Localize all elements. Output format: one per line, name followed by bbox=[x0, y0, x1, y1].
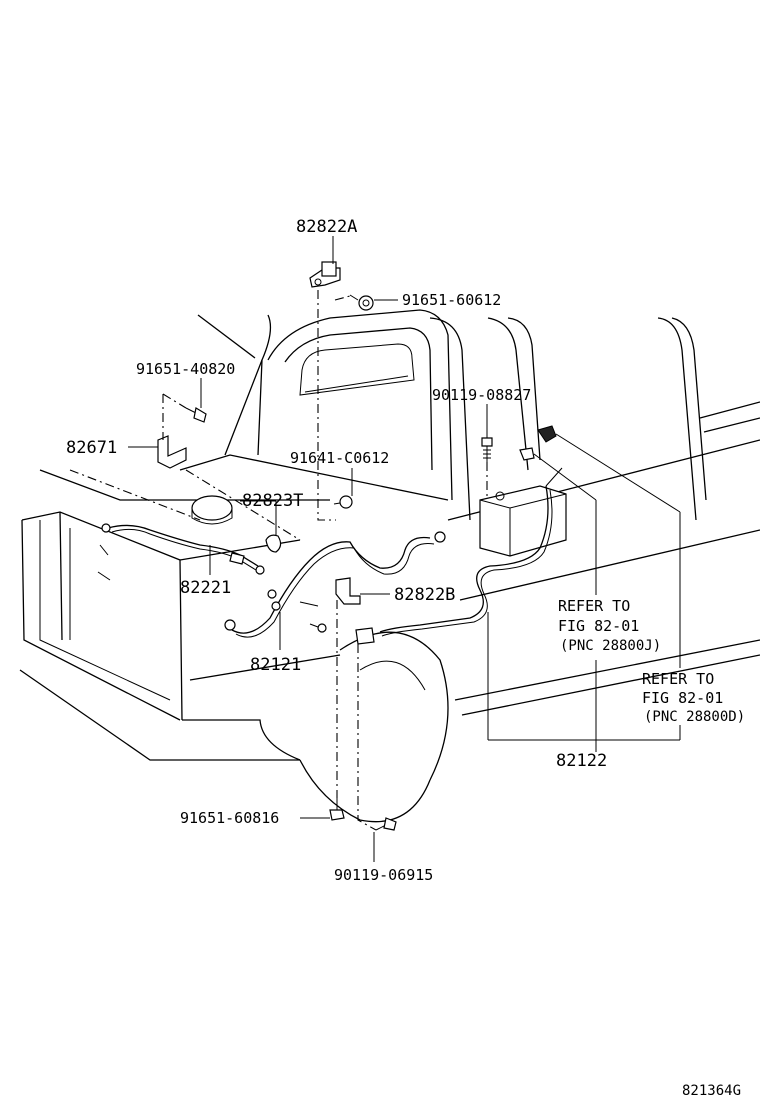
refer-2-line2: FIG 82-01 bbox=[642, 689, 723, 707]
connector-right bbox=[519, 425, 557, 461]
refer-1-line3: (PNC 28800J) bbox=[560, 638, 661, 654]
refer-1-line2: FIG 82-01 bbox=[558, 617, 639, 635]
label-82822a: 82822A bbox=[296, 217, 357, 237]
cap-82823t bbox=[191, 495, 282, 553]
label-90119-08827: 90119-08827 bbox=[432, 386, 531, 404]
refer-1-line1: REFER TO bbox=[558, 597, 630, 615]
part-labels: 82822A 91651-60612 91651-40820 90119-088… bbox=[66, 217, 607, 884]
bracket-82671 bbox=[157, 435, 187, 469]
harness-82122 bbox=[355, 467, 563, 645]
bracket-82822b bbox=[335, 577, 361, 605]
bolt-91651-40820 bbox=[185, 407, 207, 423]
phantom-lines bbox=[69, 290, 488, 831]
label-82822b: 82822B bbox=[394, 585, 455, 605]
label-82121: 82121 bbox=[250, 655, 301, 675]
refer-note-28800j: REFER TO FIG 82-01 (PNC 28800J) bbox=[558, 597, 661, 654]
bolt-91651-60816 bbox=[329, 798, 345, 821]
harness-82221 bbox=[97, 523, 265, 581]
label-90119-06915: 90119-06915 bbox=[334, 866, 433, 884]
bolt-90119-08827 bbox=[481, 437, 493, 462]
refer-2-line1: REFER TO bbox=[642, 670, 714, 688]
label-82671: 82671 bbox=[66, 438, 117, 458]
label-82823t: 82823T bbox=[242, 491, 303, 511]
bracket-82822a bbox=[309, 261, 341, 288]
leader-lines bbox=[128, 236, 681, 862]
harness-82121 bbox=[224, 531, 446, 638]
bolt-90119-06915 bbox=[375, 817, 397, 831]
refer-2-line3: (PNC 28800D) bbox=[644, 709, 745, 725]
vehicle-body-outline bbox=[19, 309, 760, 823]
figure-id: 821364G bbox=[682, 1083, 741, 1099]
label-91651-60612: 91651-60612 bbox=[402, 291, 501, 309]
label-91651-60816: 91651-60816 bbox=[180, 809, 279, 827]
refer-note-28800d: REFER TO FIG 82-01 (PNC 28800D) bbox=[642, 670, 745, 725]
label-82122: 82122 bbox=[556, 751, 607, 771]
label-82221: 82221 bbox=[180, 578, 231, 598]
battery-box bbox=[479, 485, 567, 557]
grommet-91641-c0612 bbox=[333, 495, 353, 509]
label-91641-c0612: 91641-C0612 bbox=[290, 449, 389, 467]
label-91651-40820: 91651-40820 bbox=[136, 360, 235, 378]
nut-91651-60612 bbox=[349, 294, 374, 311]
